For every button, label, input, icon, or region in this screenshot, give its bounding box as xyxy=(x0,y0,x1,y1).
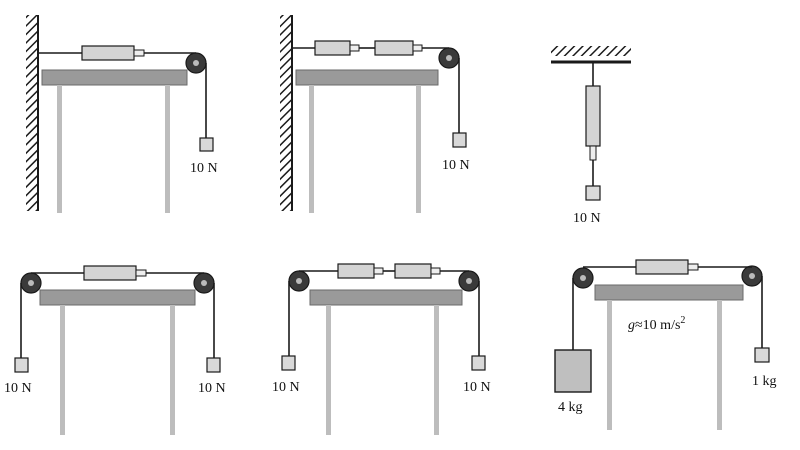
table-leg-left xyxy=(309,85,314,213)
pulley xyxy=(438,47,460,69)
table-leg-left xyxy=(60,305,65,435)
weight-block-left xyxy=(281,355,296,371)
table-leg-left xyxy=(57,85,62,213)
pulley xyxy=(185,52,207,74)
table-leg-right xyxy=(165,85,170,213)
panel-1-wall-single-spring: 10 N xyxy=(26,15,218,213)
pulley-right xyxy=(458,270,480,292)
panel-5-two-pulleys-two-springs: 10 N 10 N xyxy=(272,263,491,435)
pulley-right xyxy=(741,265,763,287)
panel-2-wall-two-springs: 10 N xyxy=(280,15,470,213)
table-leg-left xyxy=(326,305,331,435)
panel-6-unequal-masses: 4 kg 1 kg g≈10 m/s2 xyxy=(554,259,777,430)
weight-label-right: 10 N xyxy=(198,381,226,396)
gravity-label: g≈10 m/s2 xyxy=(628,315,685,333)
weight-label-right: 10 N xyxy=(463,380,491,395)
weight-block xyxy=(199,137,214,152)
weight-label: 10 N xyxy=(573,211,601,226)
weight-block-right xyxy=(206,357,221,373)
table-top xyxy=(295,69,439,86)
mass-label-right: 1 kg xyxy=(752,374,777,389)
spring-scale xyxy=(83,265,147,281)
pulley-left xyxy=(288,270,310,292)
mass-label-left: 4 kg xyxy=(558,400,583,415)
weight-label-left: 10 N xyxy=(272,380,300,395)
table-leg-left xyxy=(607,300,612,430)
panel-4-two-pulleys-single-spring: 10 N 10 N xyxy=(4,265,226,435)
spring-scale-1 xyxy=(337,263,384,279)
gravity-symbol: g xyxy=(628,318,635,333)
spring-scale xyxy=(585,85,601,161)
pulley-left xyxy=(20,272,42,294)
spring-scale xyxy=(635,259,699,275)
pulley-right xyxy=(193,272,215,294)
wall xyxy=(26,15,38,211)
pulley-left xyxy=(572,267,594,289)
weight-label-left: 10 N xyxy=(4,381,32,396)
wall xyxy=(280,15,292,211)
table-leg-right xyxy=(434,305,439,435)
weight-block-left xyxy=(14,357,29,373)
table-top xyxy=(309,289,463,306)
spring-scale-2 xyxy=(374,40,423,56)
spring-scale-2 xyxy=(394,263,441,279)
table-top xyxy=(41,69,188,86)
gravity-value: ≈10 m/s xyxy=(635,318,680,333)
weight-block xyxy=(585,185,601,201)
table-leg-right xyxy=(170,305,175,435)
weight-block xyxy=(452,132,467,148)
spring-scale xyxy=(81,45,145,61)
mass-block-left-large xyxy=(554,349,592,393)
table-top xyxy=(594,284,744,301)
weight-label: 10 N xyxy=(190,161,218,176)
table-top xyxy=(39,289,196,306)
weight-label: 10 N xyxy=(442,158,470,173)
gravity-exponent: 2 xyxy=(680,315,685,326)
table-leg-right xyxy=(416,85,421,213)
panel-3-ceiling-hanging-spring: 10 N xyxy=(551,46,631,226)
mass-block-right-small xyxy=(754,347,770,363)
spring-scale-1 xyxy=(314,40,360,56)
ceiling xyxy=(551,46,631,56)
table-leg-right xyxy=(717,300,722,430)
weight-block-right xyxy=(471,355,486,371)
